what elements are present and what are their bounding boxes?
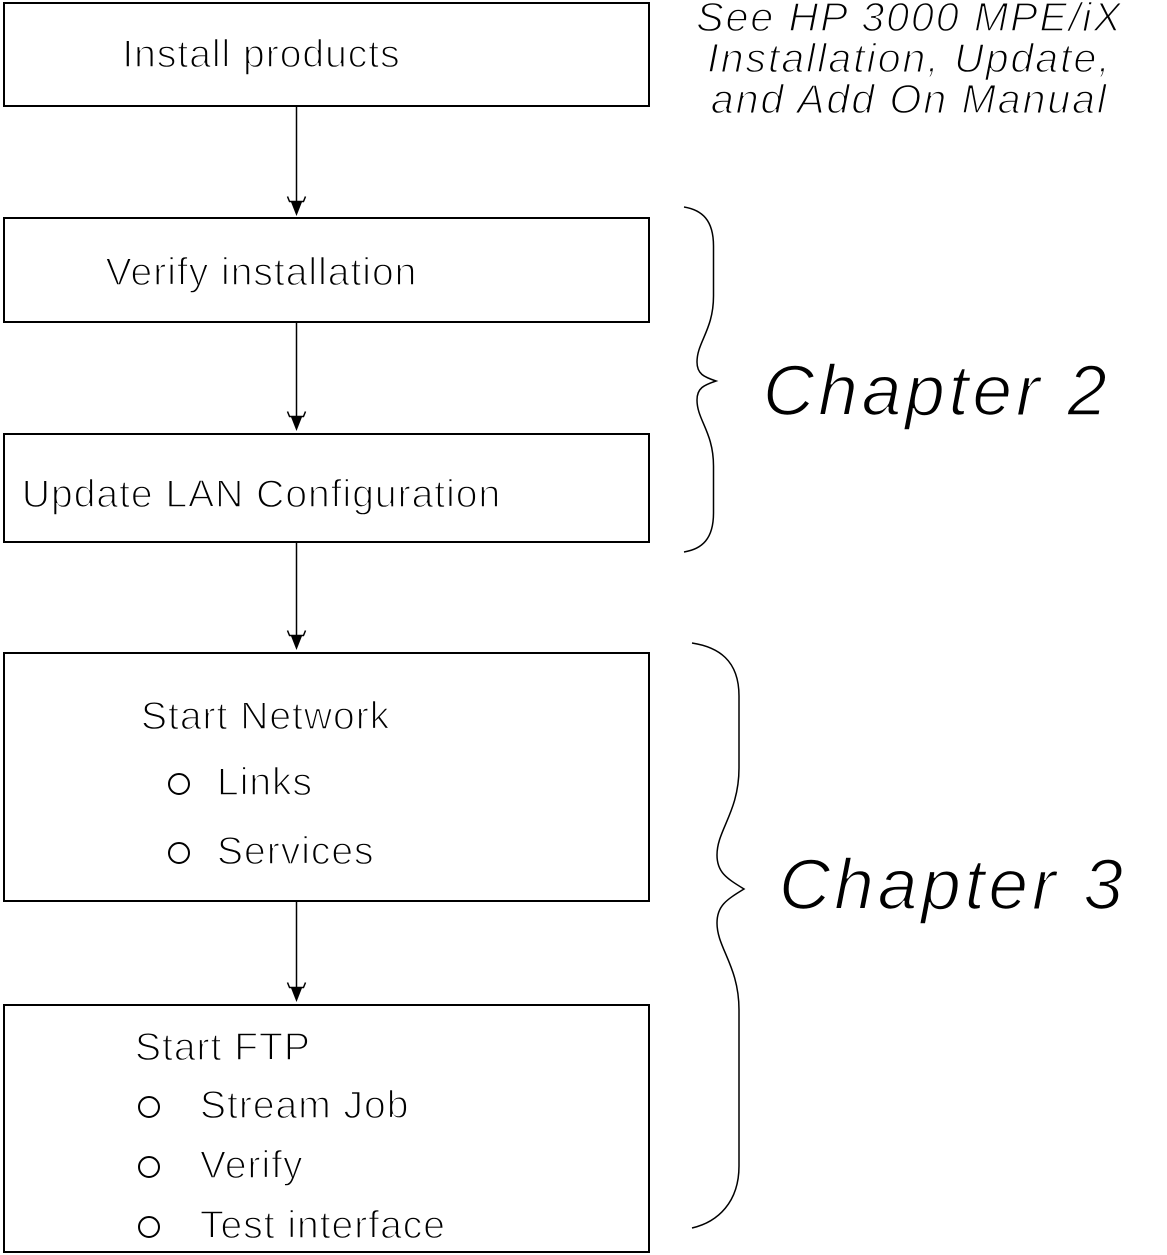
flow-arrow-3 [286,542,307,650]
arrow-down-icon [286,982,307,1002]
bullet-circle-icon [168,773,190,795]
arrow-down-icon [286,196,307,216]
note-line-1: See HP 3000 MPE/iX [696,0,1123,40]
box-title-start-ftp: Start FTP [134,1025,311,1069]
note-line-2: Installation, Update, [707,35,1112,81]
bullet-circle-icon [138,1156,160,1178]
chapter-3-label: Chapter 3 [778,845,1127,926]
curly-brace-chapter3-icon [691,642,746,1229]
flow-box-start-ftp: Start FTP Stream Job Verify Test interfa… [3,1004,650,1253]
box-label-install-products: Install products [122,32,401,76]
box-label-update-lan-configuration: Update LAN Configuration [21,472,502,516]
bullet-label-services: Services [216,829,375,873]
flow-box-start-network: Start Network Links Services [3,652,650,902]
box-title-start-network: Start Network [140,694,391,738]
bullet-circle-icon [168,842,190,864]
bullet-label-stream-job: Stream Job [199,1083,410,1127]
flow-box-update-lan-configuration: Update LAN Configuration [3,433,650,543]
bullet-circle-icon [138,1216,160,1238]
manual-reference-note: See HP 3000 MPE/iX Installation, Update,… [652,0,1167,120]
flow-arrow-1 [286,106,307,216]
arrow-down-icon [286,630,307,650]
bullet-circle-icon [138,1096,160,1118]
bullet-label-verify: Verify [199,1143,304,1187]
curly-brace-chapter2-icon [683,206,719,553]
chapter-2-label: Chapter 2 [762,351,1111,432]
flow-box-verify-installation: Verify installation [3,217,650,323]
bullet-label-links: Links [216,760,314,804]
bullet-label-test-interface: Test interface [199,1203,446,1247]
note-line-3: and Add On Manual [710,76,1109,122]
box-label-verify-installation: Verify installation [105,250,418,294]
flow-arrow-2 [286,322,307,431]
arrow-down-icon [286,411,307,431]
flow-arrow-4 [286,901,307,1002]
flow-box-install-products: Install products [3,2,650,107]
